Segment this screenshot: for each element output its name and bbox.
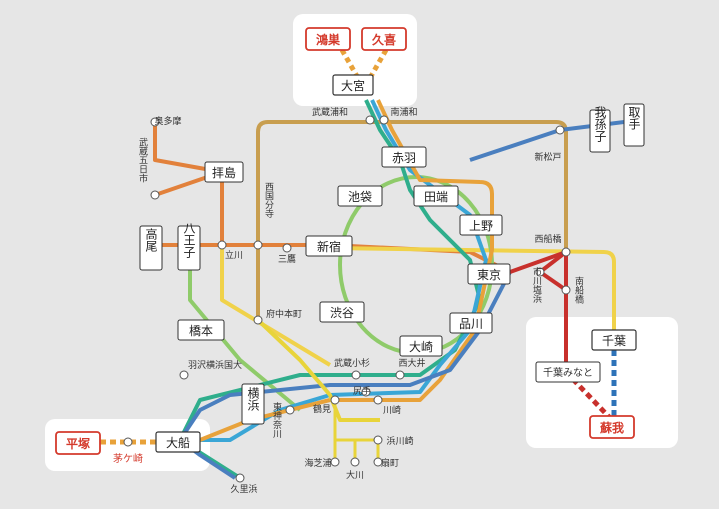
svg-text:蘇我: 蘇我 xyxy=(599,420,624,435)
station-tokyo[interactable]: 東京 xyxy=(467,263,511,285)
svg-text:平塚: 平塚 xyxy=(66,437,90,451)
label-okutama: 奥多摩 xyxy=(154,115,181,127)
station-hashimoto[interactable]: 橋本 xyxy=(177,319,225,341)
label-musashi-kosugi: 武蔵小杉 xyxy=(334,357,370,369)
station-akabane[interactable]: 赤羽 xyxy=(381,146,427,168)
svg-text:八王子: 八王子 xyxy=(182,222,196,258)
svg-text:渋谷: 渋谷 xyxy=(330,306,354,320)
label-tachikawa: 立川 xyxy=(225,249,243,261)
station-osaki[interactable]: 大崎 xyxy=(399,335,443,357)
svg-text:新宿: 新宿 xyxy=(317,239,341,254)
svg-text:高尾: 高尾 xyxy=(144,227,158,252)
svg-text:取手: 取手 xyxy=(627,106,641,130)
station-ueno[interactable]: 上野 xyxy=(459,214,503,236)
svg-text:千葉: 千葉 xyxy=(602,334,626,348)
svg-text:久喜: 久喜 xyxy=(372,32,396,47)
station-ofuna[interactable]: 大船 xyxy=(155,431,201,453)
label-mitaka: 三鷹 xyxy=(278,253,296,265)
label-okawa: 大川 xyxy=(346,469,364,481)
station-yokohama[interactable]: 横浜 xyxy=(241,383,265,425)
station-tabata[interactable]: 田端 xyxy=(413,185,459,207)
svg-text:大宮: 大宮 xyxy=(341,78,365,93)
station-konosu[interactable]: 鴻巣 xyxy=(305,27,351,51)
nambu-line xyxy=(256,318,380,422)
label-hazawa: 羽沢横浜国大 xyxy=(188,359,242,371)
svg-text:我孫子: 我孫子 xyxy=(593,106,607,142)
station-shinagawa[interactable]: 品川 xyxy=(449,312,493,334)
station-hachioji[interactable]: 八王子 xyxy=(177,222,201,271)
svg-text:東京: 東京 xyxy=(477,268,501,282)
svg-text:田端: 田端 xyxy=(424,190,448,204)
label-nishi-oi: 西大井 xyxy=(398,357,425,369)
svg-text:千葉みなと: 千葉みなと xyxy=(543,366,593,379)
label-shin-matsudo: 新松戸 xyxy=(534,151,561,163)
label-fuchu-hommachi: 府中本町 xyxy=(266,308,302,320)
svg-text:大崎: 大崎 xyxy=(409,340,433,354)
label-ogimachi: 扇町 xyxy=(381,457,399,469)
station-kuki[interactable]: 久喜 xyxy=(361,27,407,51)
label-hama-kawasaki: 浜川崎 xyxy=(386,435,413,447)
label-nishi-funabashi: 西船橋 xyxy=(534,233,561,245)
label-minami-urawa: 南浦和 xyxy=(390,106,417,118)
svg-text:鴻巣: 鴻巣 xyxy=(316,32,341,47)
label-ichikawa-shiohama: 市川塩浜 xyxy=(531,266,542,304)
tokaido-line xyxy=(199,99,494,442)
station-hiratsuka[interactable]: 平塚 xyxy=(55,431,101,455)
svg-text:橋本: 橋本 xyxy=(189,324,213,338)
station-shinjuku[interactable]: 新宿 xyxy=(305,235,353,257)
svg-text:池袋: 池袋 xyxy=(348,190,372,204)
label-umi-shibaura: 海芝浦 xyxy=(304,457,331,469)
station-shibuya[interactable]: 渋谷 xyxy=(319,301,365,323)
chuo-sobu-line xyxy=(220,245,616,367)
svg-text:拝島: 拝島 xyxy=(212,165,236,180)
label-musashi-urawa: 武蔵浦和 xyxy=(312,106,348,118)
label-nishi-kokubunji: 西国分寺 xyxy=(263,182,274,218)
label-shiriteu: 尻手 xyxy=(353,385,371,397)
label-tsurumi: 鶴見 xyxy=(313,403,331,415)
svg-text:赤羽: 赤羽 xyxy=(392,151,416,165)
station-abiko[interactable]: 我孫子 xyxy=(589,106,611,153)
label-chigasaki: 茅ケ崎 xyxy=(113,452,143,465)
label-higashi-kanagawa: 東神奈川 xyxy=(271,401,282,438)
svg-text:横浜: 横浜 xyxy=(246,387,260,411)
svg-text:品川: 品川 xyxy=(459,317,483,331)
station-ikebukuro[interactable]: 池袋 xyxy=(337,185,383,207)
station-chiba[interactable]: 千葉 xyxy=(591,329,637,351)
station-toride[interactable]: 取手 xyxy=(623,103,645,147)
station-omiya[interactable]: 大宮 xyxy=(332,74,374,96)
station-soga[interactable]: 蘇我 xyxy=(589,415,635,439)
svg-text:上野: 上野 xyxy=(469,219,493,233)
station-dots xyxy=(123,115,571,483)
svg-text:大船: 大船 xyxy=(166,436,190,450)
label-minami-funabashi: 南船橋 xyxy=(573,275,584,304)
station-takao[interactable]: 高尾 xyxy=(139,225,163,271)
station-haijima[interactable]: 拝島 xyxy=(204,161,244,183)
label-kurihama: 久里浜 xyxy=(230,483,257,495)
label-musashi-itsukaichi: 武蔵五日市 xyxy=(137,136,148,183)
label-kawasaki: 川崎 xyxy=(383,404,401,416)
station-chiba-minato[interactable]: 千葉みなと xyxy=(535,361,601,383)
